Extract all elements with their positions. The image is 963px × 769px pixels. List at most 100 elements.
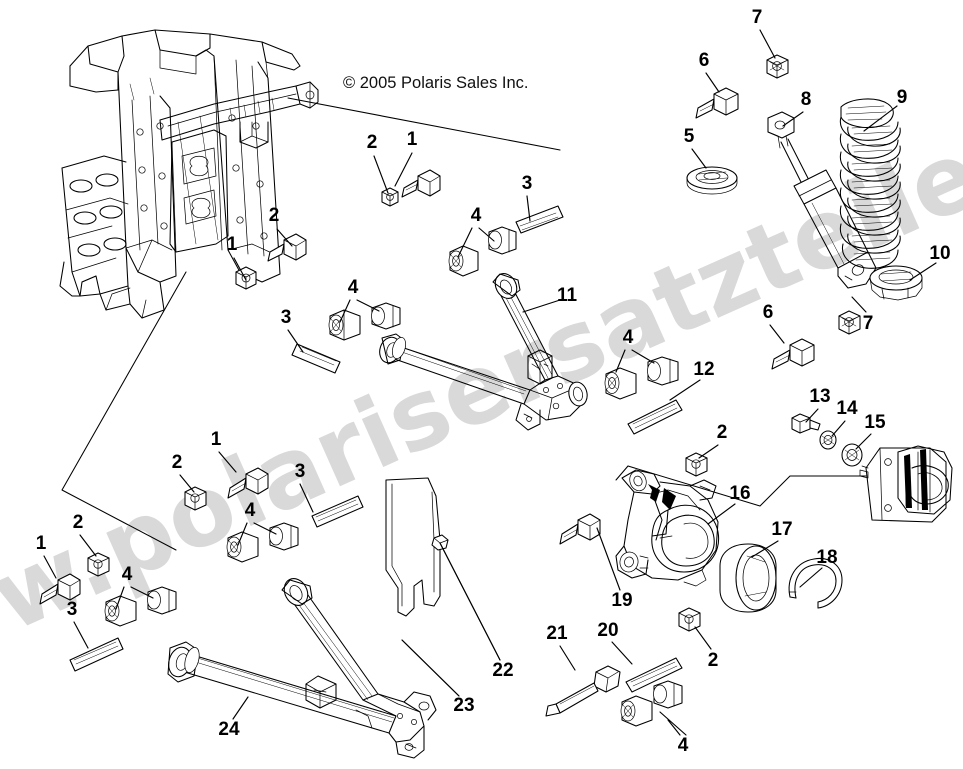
hardware-washer-15 [841, 443, 863, 467]
callout-leader-19 [596, 527, 621, 591]
frame-mount-reference-line [61, 271, 187, 551]
hardware-bushing-4b2 [371, 302, 401, 330]
callout-number-14: 14 [836, 398, 858, 419]
callout-number-4: 4 [348, 277, 359, 298]
hardware-nut-2a [381, 187, 399, 207]
hardware-bolt-19 [559, 513, 601, 545]
callout-leader-20 [611, 641, 633, 665]
callout-number-2: 2 [708, 650, 719, 671]
hardware-bolt-6a [695, 87, 739, 119]
callout-number-10: 10 [929, 243, 950, 264]
caliper-reference-line-2 [615, 465, 629, 481]
hardware-bolt-1a [401, 169, 441, 198]
hardware-spacer-12 [627, 399, 683, 435]
callout-number-4: 4 [122, 564, 133, 585]
hardware-bushing-4d1 [620, 695, 653, 727]
callout-leader-14 [831, 420, 846, 437]
callout-number-3: 3 [67, 599, 78, 620]
hardware-spacer-3b [291, 343, 341, 374]
upper-control-arm [379, 273, 588, 431]
spring-seat-upper-5 [686, 166, 738, 195]
hardware-nut-2c [685, 452, 708, 477]
callout-leader-4 [457, 227, 495, 258]
callout-number-1: 1 [211, 429, 222, 450]
callout-leader-22 [439, 542, 501, 661]
lower-control-arm [167, 578, 437, 759]
hardware-bolt-6b [771, 338, 815, 370]
callout-number-18: 18 [816, 547, 837, 568]
callout-number-4: 4 [678, 735, 689, 756]
callout-number-4: 4 [471, 205, 482, 226]
callout-leader-1 [394, 152, 413, 187]
callout-leader-10 [909, 262, 937, 281]
callout-leader-6 [705, 72, 720, 93]
callout-leader-2 [79, 534, 97, 557]
hardware-nut-2f [87, 552, 110, 577]
callout-leader-1 [233, 257, 247, 281]
callout-leader-24 [232, 696, 249, 720]
callout-leader-8 [782, 111, 804, 127]
callout-leader-2 [179, 474, 195, 493]
hardware-spacer-20 [625, 657, 683, 693]
callout-leader-4 [659, 711, 687, 736]
coil-spring [839, 98, 901, 269]
callout-leader-6 [769, 324, 785, 344]
callout-number-17: 17 [771, 519, 792, 540]
callout-number-3: 3 [522, 173, 533, 194]
callout-leader-3 [526, 195, 531, 222]
frame-reference-line [287, 97, 561, 151]
callout-number-7: 7 [752, 7, 763, 28]
hardware-bushing-4c2 [647, 356, 679, 386]
callout-number-16: 16 [729, 483, 750, 504]
hardware-bolt-21 [545, 665, 621, 717]
copyright-notice: © 2005 Polaris Sales Inc. [343, 74, 529, 92]
callout-leader-3 [299, 483, 314, 513]
callout-leader-2 [276, 228, 293, 247]
callout-leader-18 [799, 567, 823, 588]
callout-number-24: 24 [218, 719, 240, 740]
spring-seat-lower-10 [869, 265, 923, 301]
callout-leader-16 [707, 503, 736, 525]
callout-leader-2 [698, 444, 719, 459]
callout-number-1: 1 [227, 234, 238, 255]
hardware-nut-2d [678, 607, 701, 632]
callout-number-3: 3 [281, 307, 292, 328]
callout-number-23: 23 [453, 695, 474, 716]
callout-leader-12 [669, 379, 701, 401]
callout-leader-lines [43, 29, 937, 736]
brake-caliper-bracket [859, 445, 953, 523]
callout-number-4: 4 [623, 327, 634, 348]
callout-number-2: 2 [717, 422, 728, 443]
callout-leader-7 [759, 29, 776, 59]
callout-number-2: 2 [269, 205, 280, 226]
callout-leader-4 [237, 522, 277, 546]
callout-number-22: 22 [492, 660, 513, 681]
callout-number-2: 2 [73, 512, 84, 533]
callout-leader-9 [863, 105, 898, 132]
caliper-reference-line [627, 465, 867, 507]
callout-number-13: 13 [809, 386, 830, 407]
hardware-bushing-4f2 [147, 586, 177, 615]
hardware-bushing-4d2 [653, 680, 683, 709]
frame-assembly [59, 29, 319, 319]
callout-leader-1 [43, 555, 57, 579]
callout-leader-4 [339, 299, 380, 323]
callout-number-5: 5 [684, 126, 695, 147]
callout-leader-3 [287, 329, 304, 353]
hardware-bolt-13 [791, 413, 821, 434]
callout-leader-15 [855, 433, 872, 450]
hardware-spacer-3d [69, 637, 124, 672]
hardware-bushing-4e1 [226, 531, 259, 563]
snap-ring-18 [788, 557, 843, 609]
hardware-spacer-3c [311, 495, 364, 528]
callout-number-11: 11 [557, 285, 578, 306]
callout-number-1: 1 [407, 129, 418, 150]
callout-number-7: 7 [863, 313, 874, 334]
callout-leader-17 [751, 540, 779, 558]
callout-number-21: 21 [546, 623, 568, 644]
